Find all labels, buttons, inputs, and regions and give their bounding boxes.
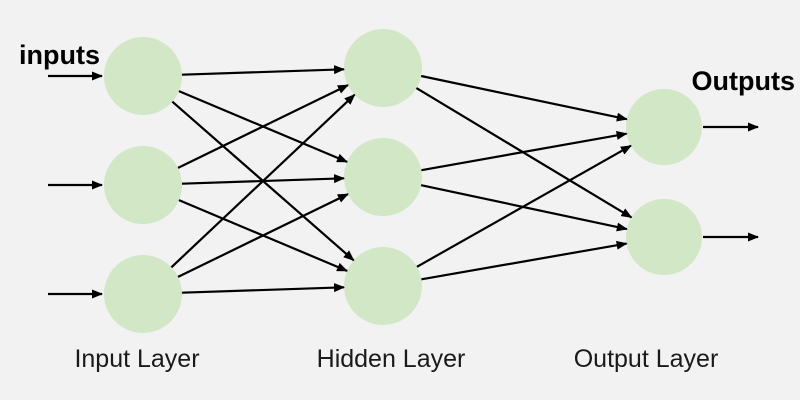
hidden-node-1 — [344, 29, 422, 107]
output-node-2 — [626, 199, 702, 275]
input-node-2 — [104, 146, 182, 224]
edge-input2-hidden1 — [177, 84, 349, 169]
output-layer-label: Output Layer — [573, 345, 719, 373]
edge-hidden3-output1 — [416, 144, 632, 268]
inputs-label: inputs — [19, 40, 100, 70]
input-layer-label: Input Layer — [74, 345, 200, 373]
edge-input3-hidden3 — [181, 283, 346, 294]
hidden-node-3 — [344, 247, 422, 325]
edge-hidden1-output1 — [420, 74, 628, 122]
input-node-1 — [104, 37, 182, 115]
edge-input3-hidden1 — [170, 93, 356, 269]
edge-input1-hidden1 — [181, 65, 346, 76]
edge-input3-hidden2 — [177, 193, 349, 278]
outputs-label: Outputs — [691, 66, 795, 96]
input-node-3 — [104, 255, 182, 333]
edge-hidden2-output1 — [421, 130, 628, 172]
output-node-1 — [626, 89, 702, 165]
edge-hidden3-output2 — [421, 240, 628, 281]
hidden-node-2 — [344, 138, 422, 216]
hidden-layer-label: Hidden Layer — [316, 345, 466, 373]
